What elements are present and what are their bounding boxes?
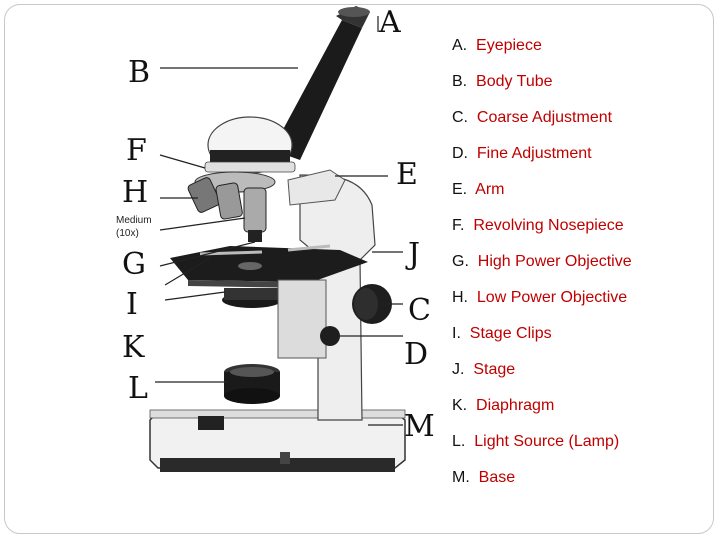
stage-support bbox=[278, 280, 326, 358]
label-b: B bbox=[128, 58, 150, 88]
key-item: L. Light Source (Lamp) bbox=[452, 432, 619, 452]
key-item: H. Low Power Objective bbox=[452, 288, 627, 308]
label-h: H bbox=[122, 178, 148, 208]
key-item: E. Arm bbox=[452, 180, 504, 200]
fine-adjustment-knob bbox=[320, 326, 340, 346]
label-k: K bbox=[122, 333, 144, 363]
microscope-head bbox=[205, 117, 295, 173]
label-a: A bbox=[379, 8, 401, 38]
key-item: A. Eyepiece bbox=[452, 36, 542, 56]
microscope-base bbox=[150, 410, 405, 472]
key-item: B. Body Tube bbox=[452, 72, 553, 92]
medium-note: Medium (10x) bbox=[116, 214, 152, 240]
label-f: F bbox=[126, 136, 147, 166]
key-item: C. Coarse Adjustment bbox=[452, 108, 612, 128]
label-l: L bbox=[128, 374, 148, 404]
label-j: J bbox=[408, 240, 420, 270]
key-item: F. Revolving Nosepiece bbox=[452, 216, 624, 236]
key-item: M. Base bbox=[452, 468, 515, 488]
label-d: D bbox=[404, 340, 428, 370]
key-item: I. Stage Clips bbox=[452, 324, 552, 344]
key-item: J. Stage bbox=[452, 360, 515, 380]
light-source bbox=[224, 364, 280, 404]
label-g: G bbox=[122, 250, 146, 280]
key-item: D. Fine Adjustment bbox=[452, 144, 592, 164]
label-e: E bbox=[396, 160, 418, 190]
label-m: M bbox=[404, 412, 435, 442]
label-c: C bbox=[408, 296, 431, 326]
label-i: I bbox=[126, 290, 138, 320]
key-item: K. Diaphragm bbox=[452, 396, 554, 416]
key-item: G. High Power Objective bbox=[452, 252, 632, 272]
diaphragm bbox=[222, 288, 282, 308]
revolving-nosepiece bbox=[187, 172, 275, 242]
